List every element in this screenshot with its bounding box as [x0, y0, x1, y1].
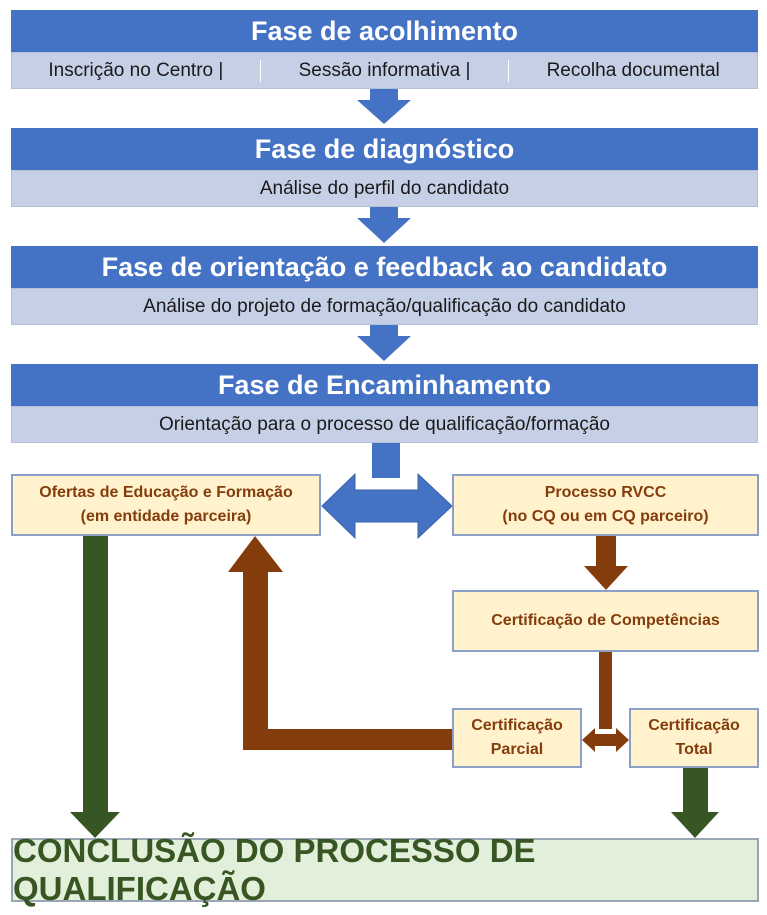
conclusion-banner: CONCLUSÃO DO PROCESSO DE QUALIFICAÇÃO [11, 832, 759, 907]
phase-diagnostico-sub: Análise do perfil do candidato [11, 170, 758, 207]
step-recolha: Recolha documental [546, 59, 720, 81]
box-ofertas-line2: (em entidade parceira) [80, 508, 252, 525]
phase-encaminhamento-sub: Orientação para o processo de qualificaç… [11, 406, 758, 443]
box-competencias-line1: Certificação de Competências [491, 612, 720, 629]
step-inscricao: Inscrição no Centro | [12, 59, 261, 82]
box-rvcc-line1: Processo RVCC [544, 484, 667, 501]
brown-double-arrow [582, 728, 629, 752]
brown-arrow-rvcc [584, 536, 628, 590]
double-arrow [321, 472, 453, 540]
step-sessao: Sessão informativa | [261, 59, 510, 82]
box-certificacao-parcial: Certificação Parcial [452, 708, 582, 768]
brown-return-arrow [228, 536, 452, 750]
box-rvcc: Processo RVCC (no CQ ou em CQ parceiro) [452, 474, 759, 536]
phase-diagnostico-title: Fase de diagnóstico [11, 128, 758, 170]
box-parcial-line1: Certificação [471, 717, 563, 734]
box-ofertas-line1: Ofertas de Educação e Formação [39, 484, 293, 501]
box-rvcc-line2: (no CQ ou em CQ parceiro) [502, 508, 709, 525]
phase-acolhimento-steps: Inscrição no Centro | Sessão informativa… [11, 52, 758, 89]
box-certificacao-competencias: Certificação de Competências [452, 590, 759, 652]
box-total-line2: Total [675, 741, 713, 758]
arrow-down-3 [357, 325, 411, 361]
box-total-line1: Certificação [648, 717, 740, 734]
brown-stem [599, 652, 612, 729]
phase-orientacao-sub: Análise do projeto de formação/qualifica… [11, 288, 758, 325]
box-ofertas: Ofertas de Educação e Formação (em entid… [11, 474, 321, 536]
phase-encaminhamento-title: Fase de Encaminhamento [11, 364, 758, 406]
phase-acolhimento-title: Fase de acolhimento [11, 10, 758, 52]
arrow-down-2 [357, 207, 411, 243]
box-certificacao-total: Certificação Total [629, 708, 759, 768]
encaminhamento-stem [372, 443, 400, 478]
green-arrow-left [70, 536, 120, 838]
arrow-down-1 [357, 89, 411, 124]
green-arrow-right [671, 768, 719, 838]
phase-orientacao-title: Fase de orientação e feedback ao candida… [11, 246, 758, 288]
box-parcial-line2: Parcial [490, 741, 544, 758]
